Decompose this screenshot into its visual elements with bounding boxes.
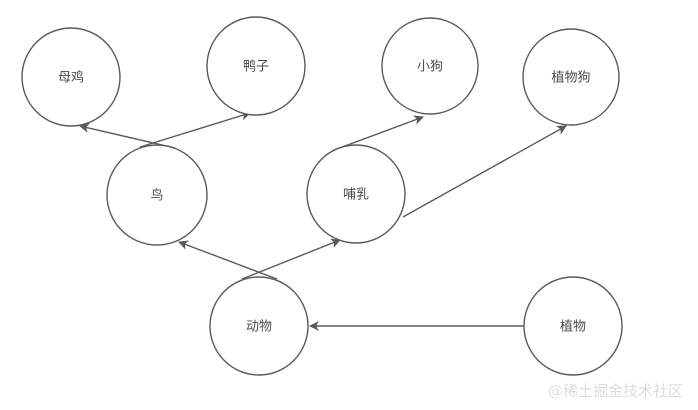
node-label-bird: 鸟 bbox=[150, 188, 163, 204]
node-circle-mammal[interactable] bbox=[306, 144, 406, 244]
node-label-plantdog: 植物狗 bbox=[551, 71, 590, 86]
edge-mammal-to-plantdog bbox=[402, 125, 567, 218]
node-mammal[interactable]: 哺乳 bbox=[306, 144, 406, 244]
node-plantdog[interactable]: 植物狗 bbox=[522, 28, 620, 126]
node-circle-puppy[interactable] bbox=[381, 17, 479, 115]
edge-bird-to-duck bbox=[139, 110, 251, 148]
node-label-animal: 动物 bbox=[246, 320, 272, 335]
edge-animal-to-mammal bbox=[241, 238, 341, 280]
node-duck[interactable]: 鸭子 bbox=[206, 16, 306, 116]
node-label-duck: 鸭子 bbox=[243, 60, 269, 75]
node-circle-plant[interactable] bbox=[523, 276, 623, 376]
node-bird[interactable]: 鸟 bbox=[106, 144, 208, 246]
node-puppy[interactable]: 小狗 bbox=[381, 17, 479, 115]
edges-layer bbox=[79, 110, 567, 331]
node-hen[interactable]: 母鸡 bbox=[21, 27, 121, 127]
node-animal[interactable]: 动物 bbox=[209, 276, 309, 376]
node-label-mammal: 哺乳 bbox=[343, 188, 369, 203]
node-circle-plantdog[interactable] bbox=[522, 28, 620, 126]
node-label-hen: 母鸡 bbox=[58, 70, 84, 86]
node-label-plant: 植物 bbox=[560, 320, 586, 335]
node-circle-hen[interactable] bbox=[21, 27, 121, 127]
node-circle-bird[interactable] bbox=[106, 144, 208, 246]
node-circle-animal[interactable] bbox=[209, 276, 309, 376]
edge-bird-to-hen bbox=[79, 123, 176, 149]
edge-mammal-to-puppy bbox=[333, 115, 424, 151]
node-plant[interactable]: 植物 bbox=[523, 276, 623, 376]
node-label-puppy: 小狗 bbox=[417, 60, 443, 75]
node-circle-duck[interactable] bbox=[206, 16, 306, 116]
watermark: @稀土掘金技术社区 bbox=[548, 382, 683, 400]
edge-animal-to-bird bbox=[178, 240, 278, 280]
